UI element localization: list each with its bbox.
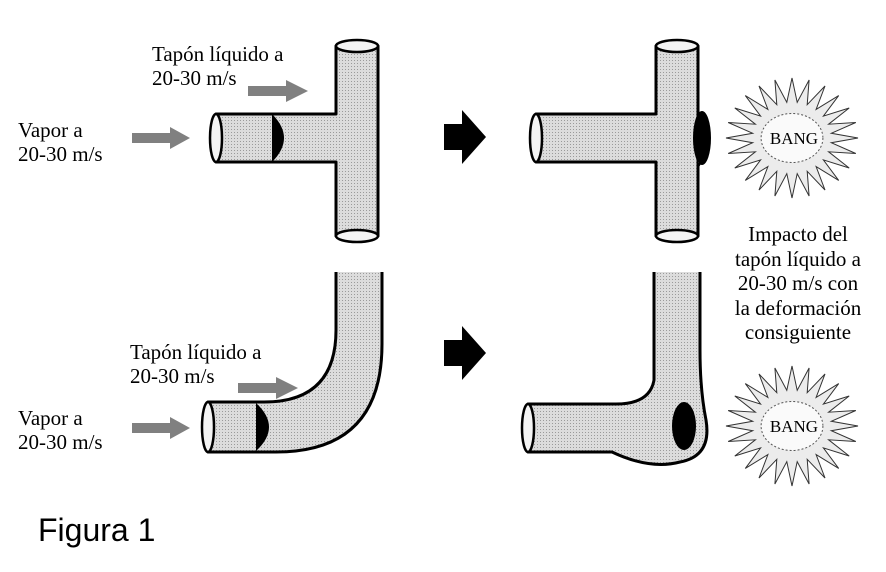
vapor-arrow-bottom	[132, 417, 190, 439]
burst-core	[760, 113, 824, 163]
elbow-pipe-after	[520, 272, 709, 466]
impact-note-line5: consiguiente	[744, 320, 852, 344]
elbow-pipe-before	[200, 272, 384, 454]
tee-pipe-after	[528, 38, 709, 244]
deformation-blob-top	[693, 111, 711, 165]
flow-arrows	[132, 80, 308, 439]
plug-label-top-line1: Tapón líquido a	[152, 42, 284, 66]
tee-pipe-before	[208, 38, 380, 244]
liquid-plug-top	[272, 114, 284, 162]
bang-text-bottom: BANG	[770, 417, 818, 436]
impact-note-line2: tapón líquido a	[735, 246, 861, 271]
plug-label-bottom: Tapón líquido a 20-30 m/s	[130, 340, 262, 388]
plug-arrow-bottom	[238, 377, 298, 399]
plug-label-bottom-line2: 20-30 m/s	[130, 364, 215, 388]
bang-text-top: BANG	[770, 129, 818, 148]
plug-label-bottom-line1: Tapón líquido a	[130, 340, 262, 364]
vapor-label-bottom-line1: Vapor a	[18, 406, 83, 430]
vapor-label-top-line1: Vapor a	[18, 118, 83, 142]
vapor-label-top-line2: 20-30 m/s	[18, 142, 103, 166]
transition-arrow-top	[444, 110, 486, 164]
impact-note-line1: Impacto del	[748, 222, 848, 246]
plug-label-top: Tapón líquido a 20-30 m/s	[152, 42, 284, 90]
burst-core	[760, 401, 824, 451]
plug-arrow-top	[248, 80, 308, 102]
liquid-plug-bottom	[256, 403, 269, 451]
bang-burst-bottom	[725, 365, 859, 487]
impact-note-line4: la deformación	[734, 295, 862, 320]
figure-caption: Figura 1	[38, 512, 156, 548]
transition-arrow-bottom	[444, 326, 486, 380]
vapor-arrow-top	[132, 127, 190, 149]
impact-note: Impacto del tapón líquido a 20-30 m/s co…	[712, 222, 884, 345]
bang-burst-top	[725, 77, 859, 199]
vapor-label-bottom-line2: 20-30 m/s	[18, 430, 103, 454]
impact-note-line3: 20-30 m/s con	[737, 271, 859, 295]
vapor-label-bottom: Vapor a 20-30 m/s	[18, 406, 103, 454]
deformation-blob-bottom	[672, 402, 696, 450]
plug-label-top-line2: 20-30 m/s	[152, 66, 237, 90]
vapor-label-top: Vapor a 20-30 m/s	[18, 118, 103, 166]
